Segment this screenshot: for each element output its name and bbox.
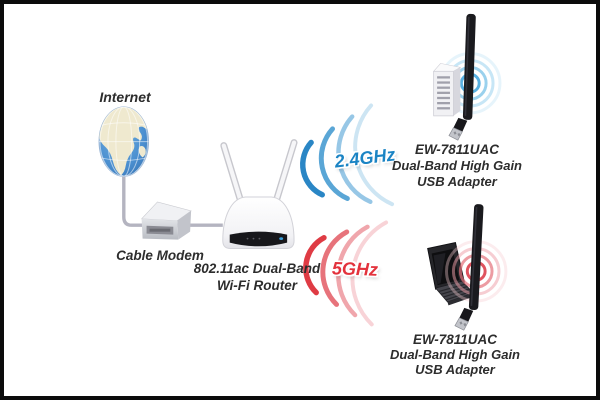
network-cables <box>122 175 223 227</box>
adapter-bottom-desc2: USB Adapter <box>415 362 495 377</box>
wifi-signal-2-4ghz <box>300 103 395 207</box>
desktop-adapter-illustration <box>432 13 502 141</box>
usb-antenna-icon <box>448 13 476 141</box>
adapter-top-model: EW-7811UAC <box>414 142 500 157</box>
laptop-adapter-illustration <box>427 204 508 331</box>
router-label: 802.11ac Dual-Band Wi-Fi Router <box>182 260 332 294</box>
pc-vent-slots <box>437 76 450 110</box>
adapter-bottom-desc1: Dual-Band High Gain <box>390 347 520 362</box>
adapter-bottom-model: EW-7811UAC <box>412 332 498 347</box>
cable-modem-label: Cable Modem <box>116 248 204 263</box>
usb-antenna-icon <box>454 204 484 331</box>
router-antennas <box>220 139 298 208</box>
network-diagram-art <box>98 13 508 331</box>
adapter-top-desc2: USB Adapter <box>417 174 497 189</box>
router-label-line2: Wi-Fi Router <box>216 278 298 293</box>
router-led <box>279 237 284 240</box>
internet-label: Internet <box>99 89 151 105</box>
adapter-bottom-label: EW-7811UAC Dual-Band High Gain USB Adapt… <box>385 332 525 377</box>
router-front-panel <box>229 231 288 247</box>
modem-box-icon <box>140 201 192 240</box>
globe-icon <box>98 106 150 177</box>
band-5ghz-label: 5GHz <box>331 258 379 280</box>
globe-landmass-small <box>138 145 146 158</box>
router-label-line1: 802.11ac Dual-Band <box>193 261 321 276</box>
wifi-router-icon <box>220 139 298 249</box>
desktop-pc-icon <box>432 63 462 117</box>
adapter-top-desc1: Dual-Band High Gain <box>392 158 522 173</box>
adapter-top-label: EW-7811UAC Dual-Band High Gain USB Adapt… <box>387 142 527 190</box>
cable-line <box>122 175 223 227</box>
wifi-signal-5ghz <box>303 220 389 327</box>
globe-gridlines <box>99 106 149 177</box>
